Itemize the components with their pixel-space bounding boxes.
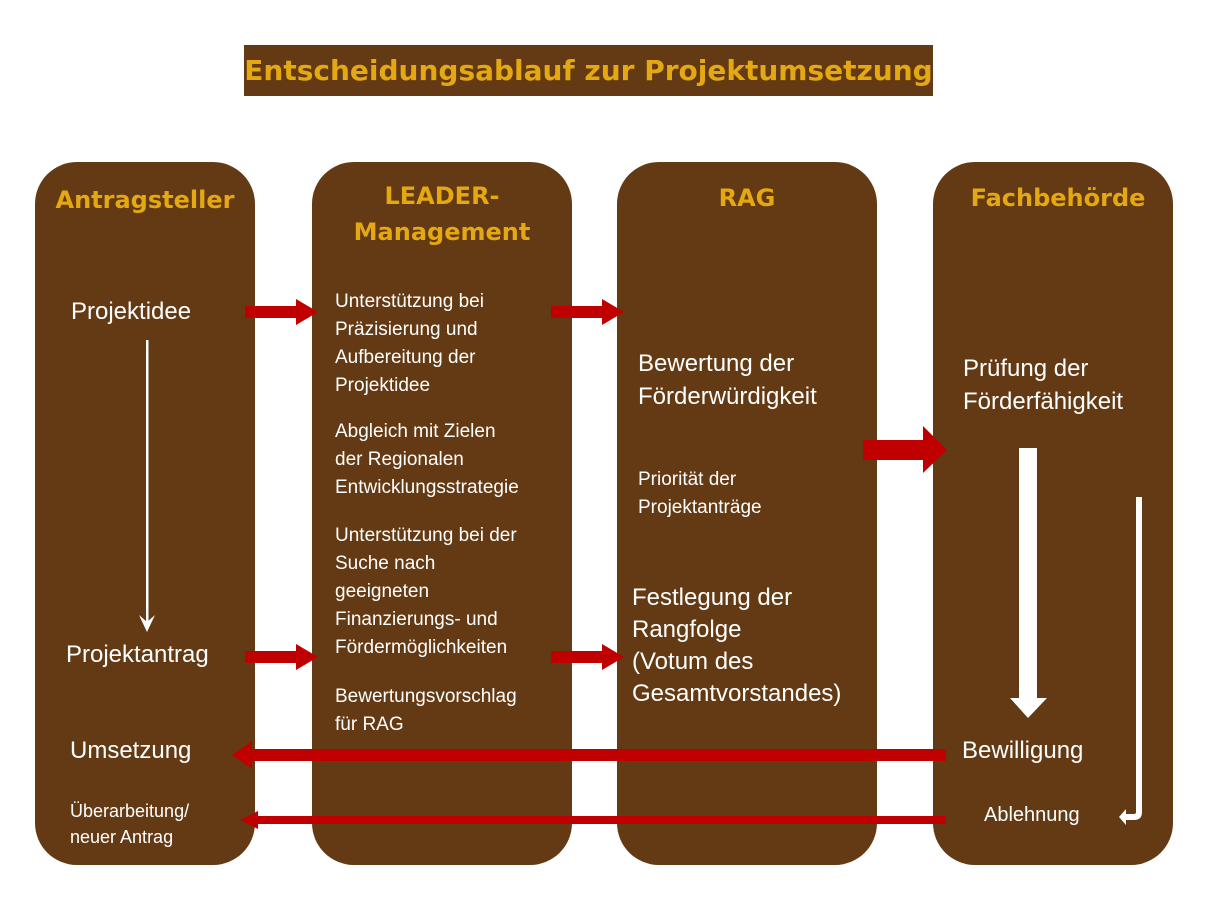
heading-rag: RAG [718,184,776,212]
leader-task-1: Unterstützung bei Präzisierung und Aufbe… [335,291,484,396]
arrow-idee-to-antrag [146,340,149,622]
arrow-leader-to-rag-1 [551,299,624,325]
step-projektantrag: Projektantrag [66,641,209,668]
rag-task-3: Festlegung der Rangfolge (Votum des Gesa… [632,584,842,707]
rag-task-1: Bewertung der Förderwürdigkeit [638,350,817,410]
heading-leader-management: LEADER- Management [353,182,531,246]
outcome-bewilligung: Bewilligung [962,737,1084,764]
arrow-idee-to-leader [245,299,318,325]
outcome-ablehnung: Ablehnung [984,804,1080,826]
column-fachbehoerde [933,162,1173,865]
column-leader-management [312,162,572,865]
arrow-leader-to-rag-2 [551,644,624,670]
rag-task-2: Priorität der Projektanträge [638,469,762,518]
arrow-ablehnung-to-ueberarbeitung [240,811,946,829]
arrow-antrag-to-leader [245,644,318,670]
heading-fachbehoerde: Fachbehörde [970,184,1146,212]
arrow-pruefung-to-ablehnung [1119,497,1142,825]
fach-task-1: Prüfung der Förderfähigkeit [963,355,1124,415]
step-umsetzung: Umsetzung [70,737,192,764]
leader-task-4: Bewertungsvorschlag für RAG [335,686,517,735]
step-projektidee: Projektidee [71,298,192,325]
leader-task-2: Abgleich mit Zielen der Regionalen Entwi… [335,421,519,498]
step-ueberarbeitung: Überarbeitung/ neuer Antrag [70,801,190,847]
arrow-rag-to-fachbehoerde [863,426,947,473]
diagram-title: Entscheidungsablauf zur Projektumsetzung [244,45,933,96]
arrow-pruefung-to-bewilligung [1010,448,1047,718]
leader-task-3: Unterstützung bei der Suche nach geeigne… [335,525,517,658]
arrow-bewilligung-to-umsetzung [232,741,946,769]
column-antragsteller [35,162,255,865]
heading-antragsteller: Antragsteller [55,186,235,214]
column-rag [617,162,877,865]
